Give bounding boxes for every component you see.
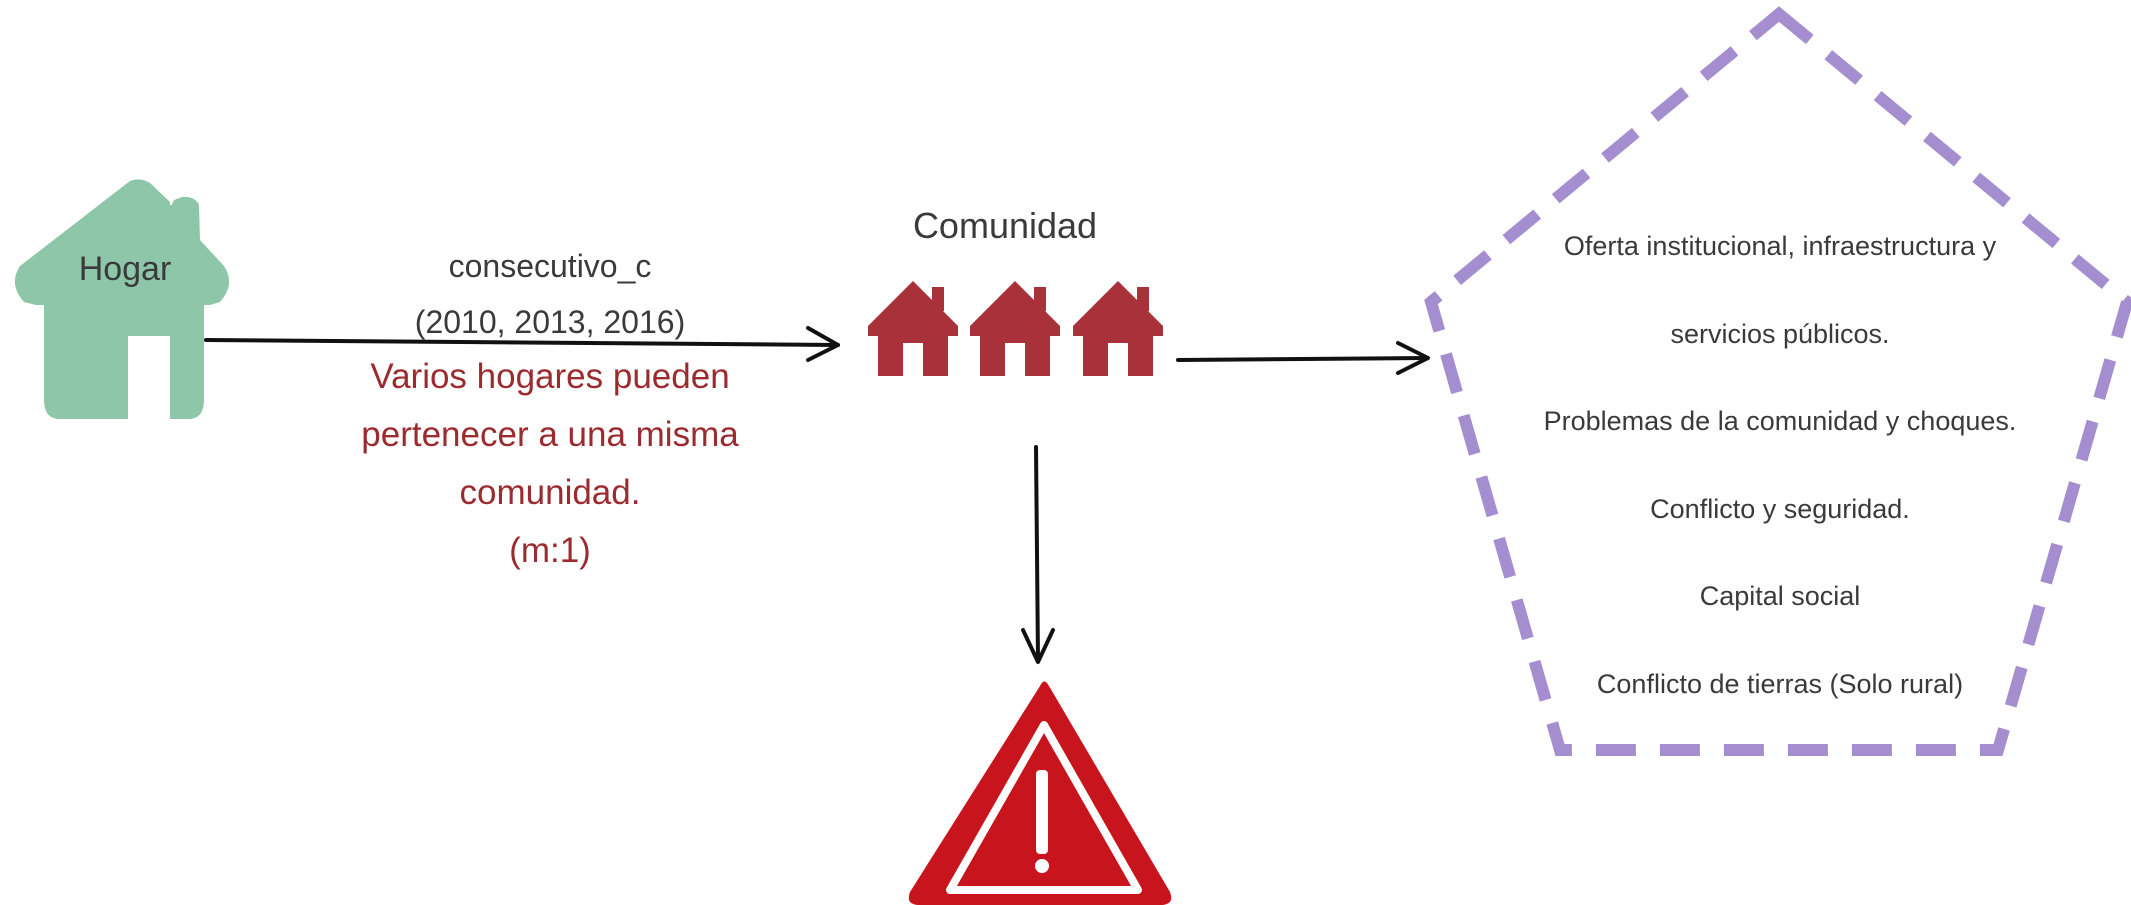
module-item: servicios públicos.	[1670, 318, 1890, 349]
cardinality-note: Varios hogares pueden pertenecer a una m…	[300, 348, 800, 580]
module-item: Conflicto y seguridad.	[1650, 493, 1910, 524]
arrow-comunidad-warning	[1021, 445, 1055, 664]
arrow-hogar-comunidad	[204, 326, 840, 362]
link-key: consecutivo_c	[448, 248, 652, 284]
module-item: Problemas de la comunidad y choques.	[1543, 406, 2017, 436]
warning-icon	[908, 681, 1172, 905]
hogar-house-icon	[14, 179, 230, 419]
note-line: Varios hogares pueden	[370, 357, 730, 396]
note-line: pertenecer a una misma	[361, 415, 739, 454]
modules-list: Oferta institucional, infraestructura y …	[1500, 218, 2060, 743]
comunidad-houses-icon	[868, 281, 1163, 376]
note-line: (m:1)	[509, 531, 591, 570]
arrow-comunidad-modules	[1176, 341, 1430, 375]
link-years: (2010, 2013, 2016)	[414, 304, 686, 340]
link-key-label: consecutivo_c (2010, 2013, 2016)	[340, 238, 760, 350]
note-line: comunidad.	[459, 473, 641, 512]
module-item: Capital social	[1699, 581, 1861, 611]
module-item: Oferta institucional, infraestructura y	[1563, 231, 1997, 261]
module-item: Conflicto de tierras (Solo rural)	[1596, 668, 1964, 699]
comunidad-label: Comunidad	[912, 205, 1098, 246]
hogar-label: Hogar	[78, 250, 172, 288]
